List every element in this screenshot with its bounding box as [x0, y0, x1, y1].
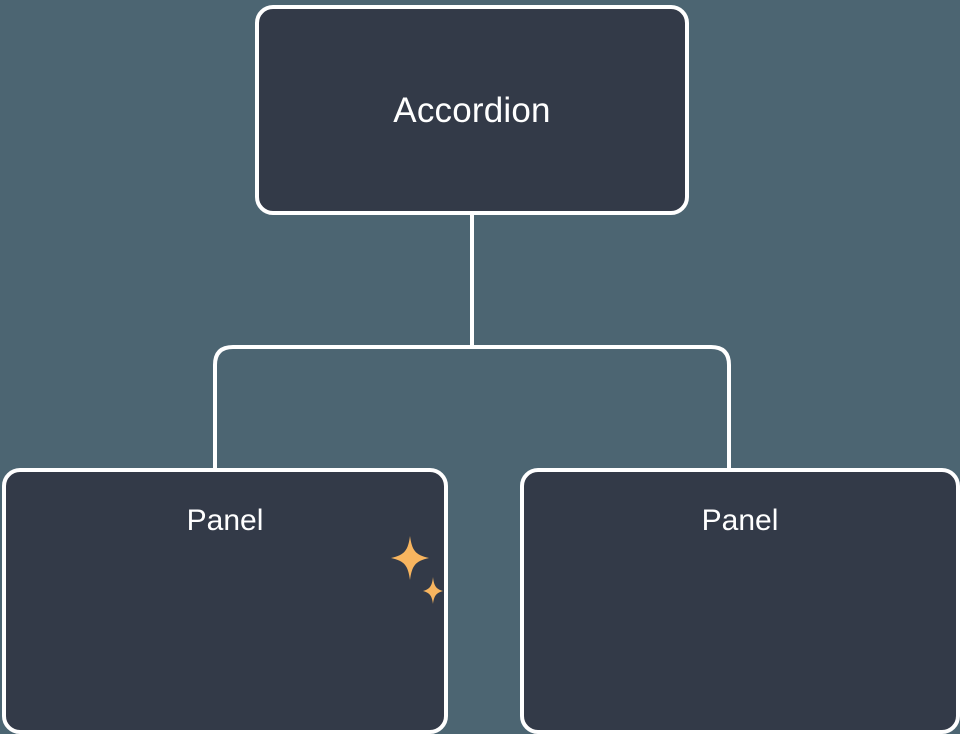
node-accordion[interactable]: Accordion — [255, 5, 689, 215]
node-panel-inactive[interactable]: Panel — [520, 468, 960, 734]
node-panel-active[interactable]: Panel — [2, 468, 448, 734]
connector-branch-bus — [213, 345, 731, 470]
node-panel-active-label: Panel — [186, 504, 264, 537]
node-accordion-label: Accordion — [393, 90, 551, 130]
node-panel-inactive-label: Panel — [701, 504, 779, 537]
